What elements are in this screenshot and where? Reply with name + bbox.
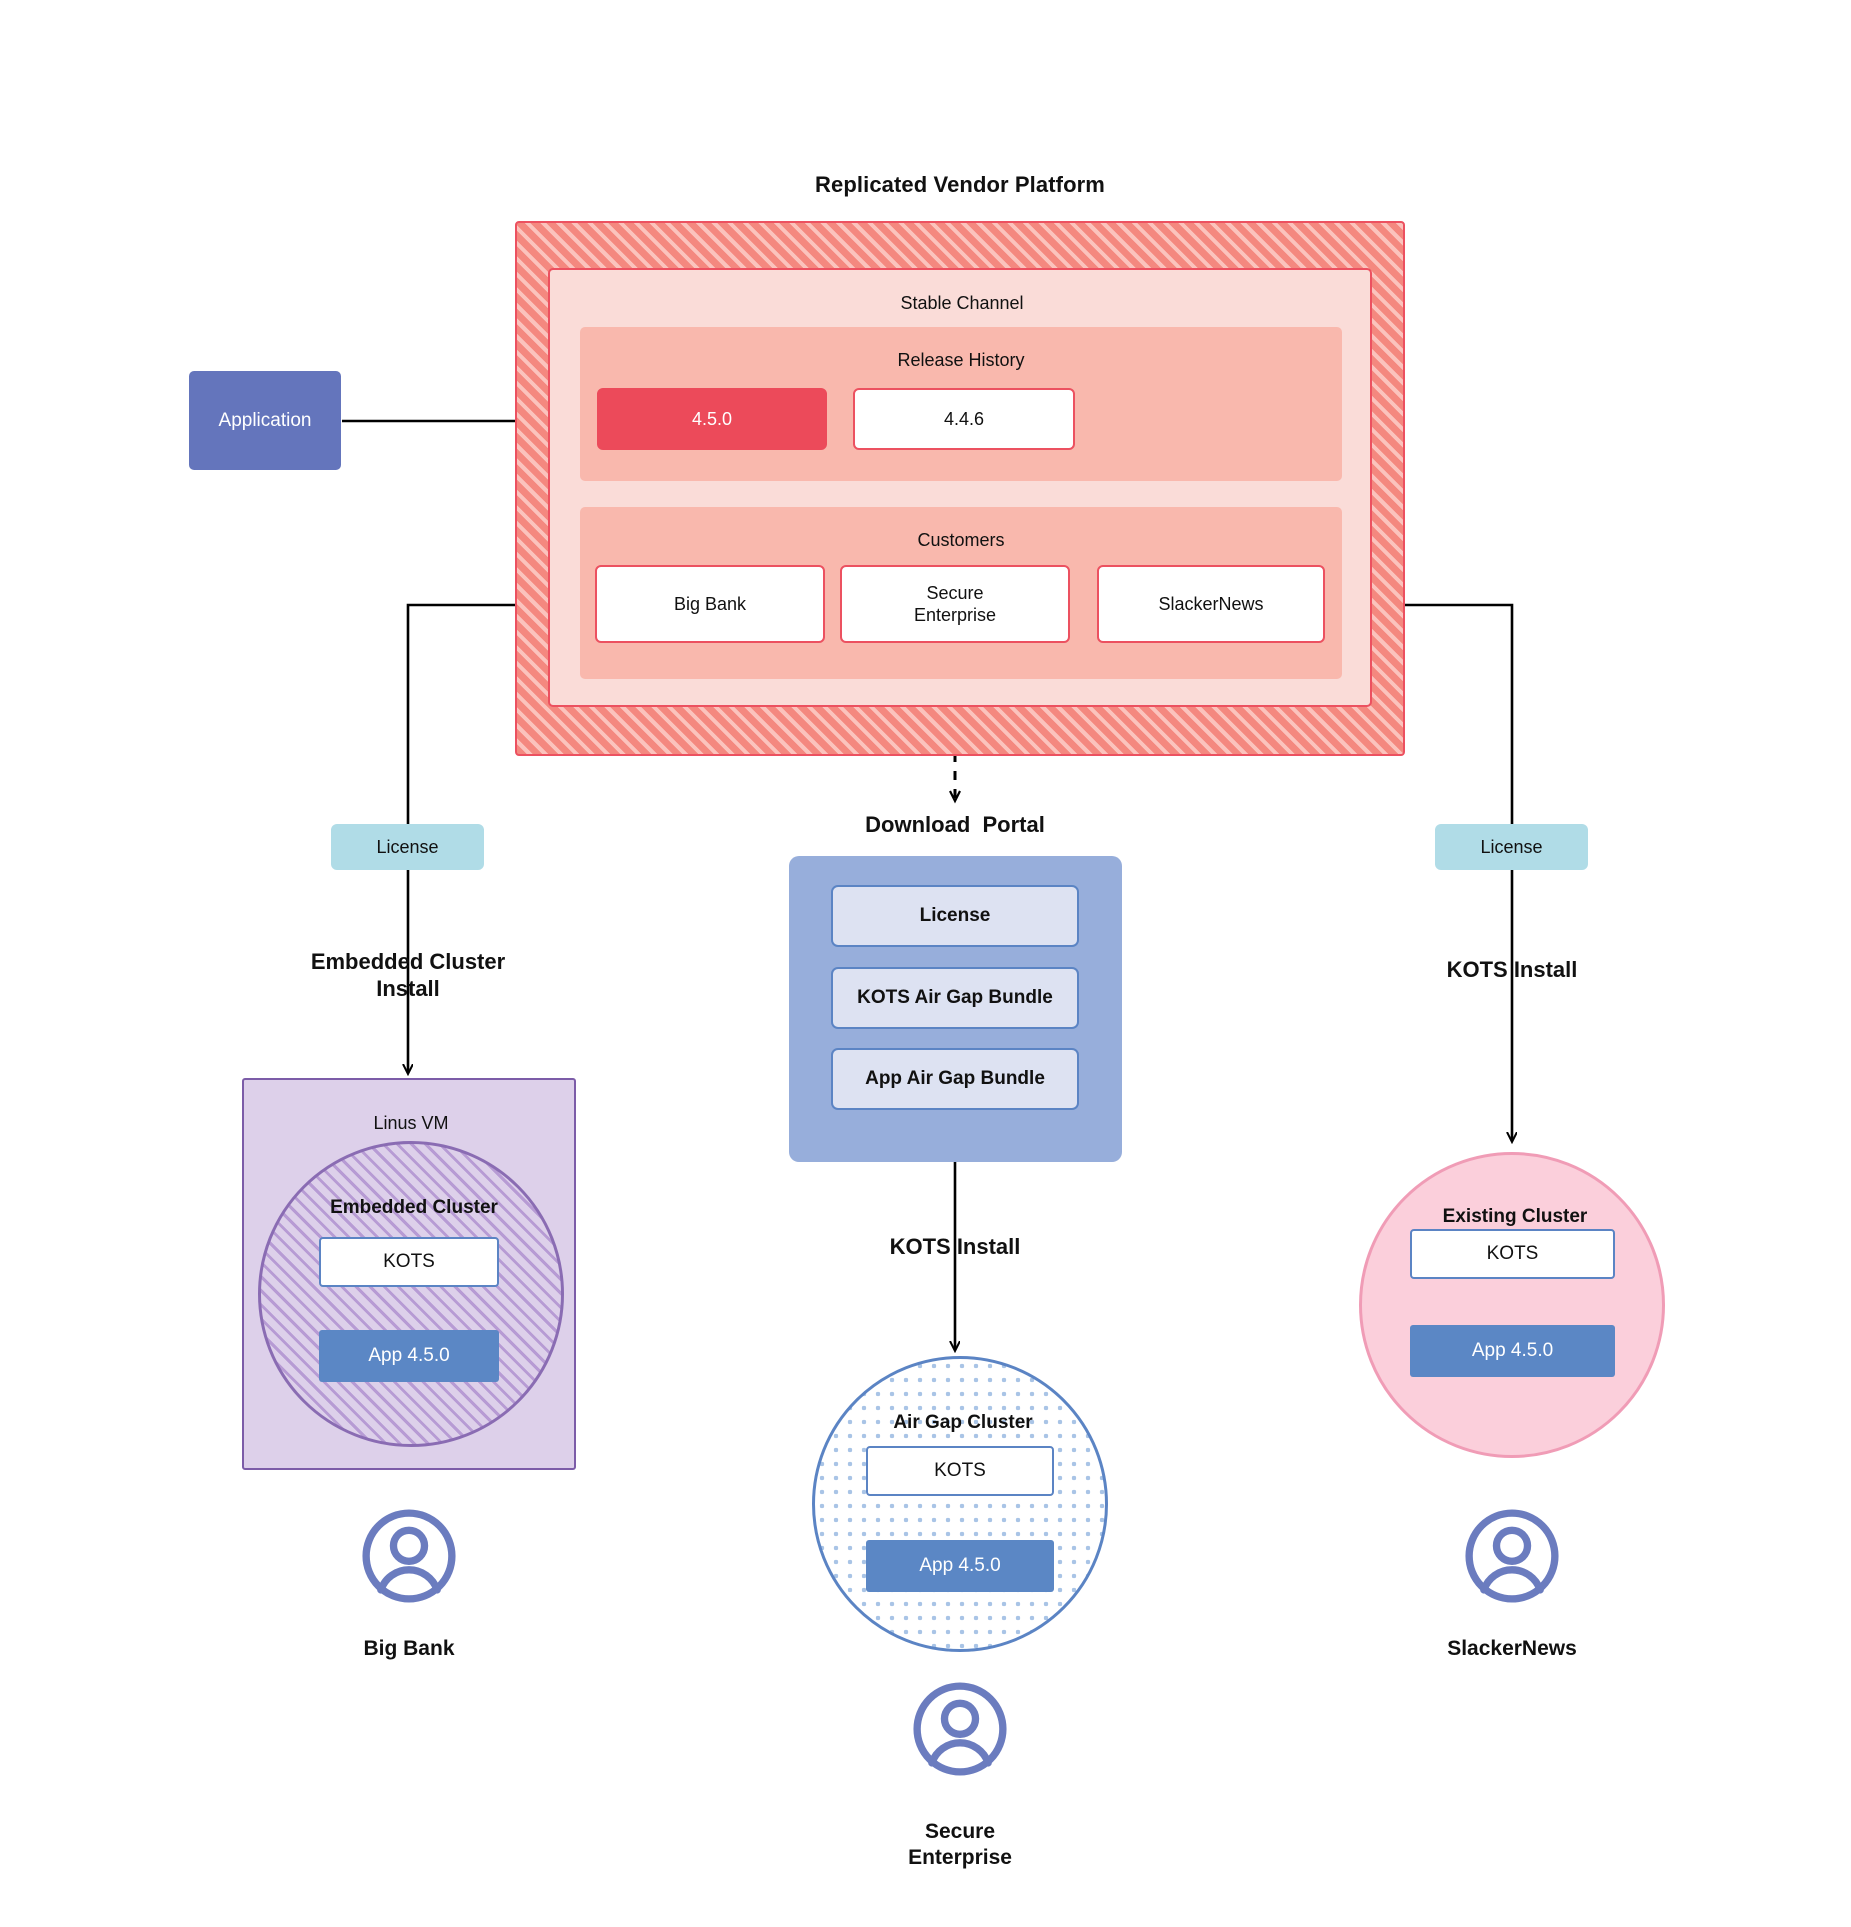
embedded-cluster-install-label: Embedded Cluster Install bbox=[310, 948, 506, 1002]
middle-app-box[interactable]: App 4.5.0 bbox=[866, 1540, 1054, 1592]
portal-item-license[interactable]: License bbox=[831, 885, 1079, 947]
user-avatar-icon bbox=[913, 1682, 1007, 1776]
slackernews-avatar-icon bbox=[1463, 1507, 1561, 1605]
right-kots-box[interactable]: KOTS bbox=[1410, 1229, 1615, 1279]
customers-label: Customers bbox=[917, 529, 1005, 550]
stable-channel-label: Stable Channel bbox=[900, 292, 1024, 313]
linux-vm-title: Linus VM bbox=[373, 1112, 449, 1133]
portal-item-app-air-gap-bundle[interactable]: App Air Gap Bundle bbox=[831, 1048, 1079, 1110]
release-history-label: Release History bbox=[897, 349, 1025, 370]
release-card-previous[interactable]: 4.4.6 bbox=[853, 388, 1075, 450]
middle-kots-box[interactable]: KOTS bbox=[866, 1446, 1054, 1496]
portal-item-kots-air-gap-bundle[interactable]: KOTS Air Gap Bundle bbox=[831, 967, 1079, 1029]
customer-card-slackernews[interactable]: SlackerNews bbox=[1097, 565, 1325, 643]
application-box[interactable]: Application bbox=[189, 371, 341, 470]
existing-cluster-title: Existing Cluster bbox=[1442, 1206, 1588, 1228]
air-gap-cluster-circle: Air Gap Cluster bbox=[812, 1356, 1108, 1652]
embedded-cluster-circle: Embedded Cluster bbox=[258, 1141, 564, 1447]
embedded-cluster-title: Embedded Cluster bbox=[330, 1197, 498, 1219]
right-app-box[interactable]: App 4.5.0 bbox=[1410, 1325, 1615, 1377]
release-card-current[interactable]: 4.5.0 bbox=[597, 388, 827, 450]
existing-cluster-circle: Existing Cluster bbox=[1359, 1152, 1665, 1458]
secure-enterprise-avatar-icon bbox=[911, 1680, 1009, 1778]
left-kots-box[interactable]: KOTS bbox=[319, 1237, 499, 1287]
secure-enterprise-persona-label: Secure Enterprise bbox=[908, 1819, 1012, 1869]
left-app-box[interactable]: App 4.5.0 bbox=[319, 1330, 499, 1382]
big-bank-avatar-icon bbox=[360, 1507, 458, 1605]
left-license-chip[interactable]: License bbox=[331, 824, 484, 870]
air-gap-cluster-title: Air Gap Cluster bbox=[893, 1412, 1033, 1434]
page-title: Replicated Vendor Platform bbox=[815, 172, 1105, 198]
user-avatar-icon bbox=[362, 1509, 456, 1603]
user-avatar-icon bbox=[1465, 1509, 1559, 1603]
middle-kots-install-label: KOTS Install bbox=[889, 1234, 1021, 1260]
right-kots-install-label: KOTS Install bbox=[1446, 957, 1578, 983]
slackernews-persona-label: SlackerNews bbox=[1447, 1636, 1577, 1660]
customer-card-big-bank[interactable]: Big Bank bbox=[595, 565, 825, 643]
customer-card-secure-enterprise[interactable]: Secure Enterprise bbox=[840, 565, 1070, 643]
right-license-chip[interactable]: License bbox=[1435, 824, 1588, 870]
big-bank-persona-label: Big Bank bbox=[363, 1636, 455, 1660]
download-portal-title: Download Portal bbox=[865, 812, 1045, 838]
